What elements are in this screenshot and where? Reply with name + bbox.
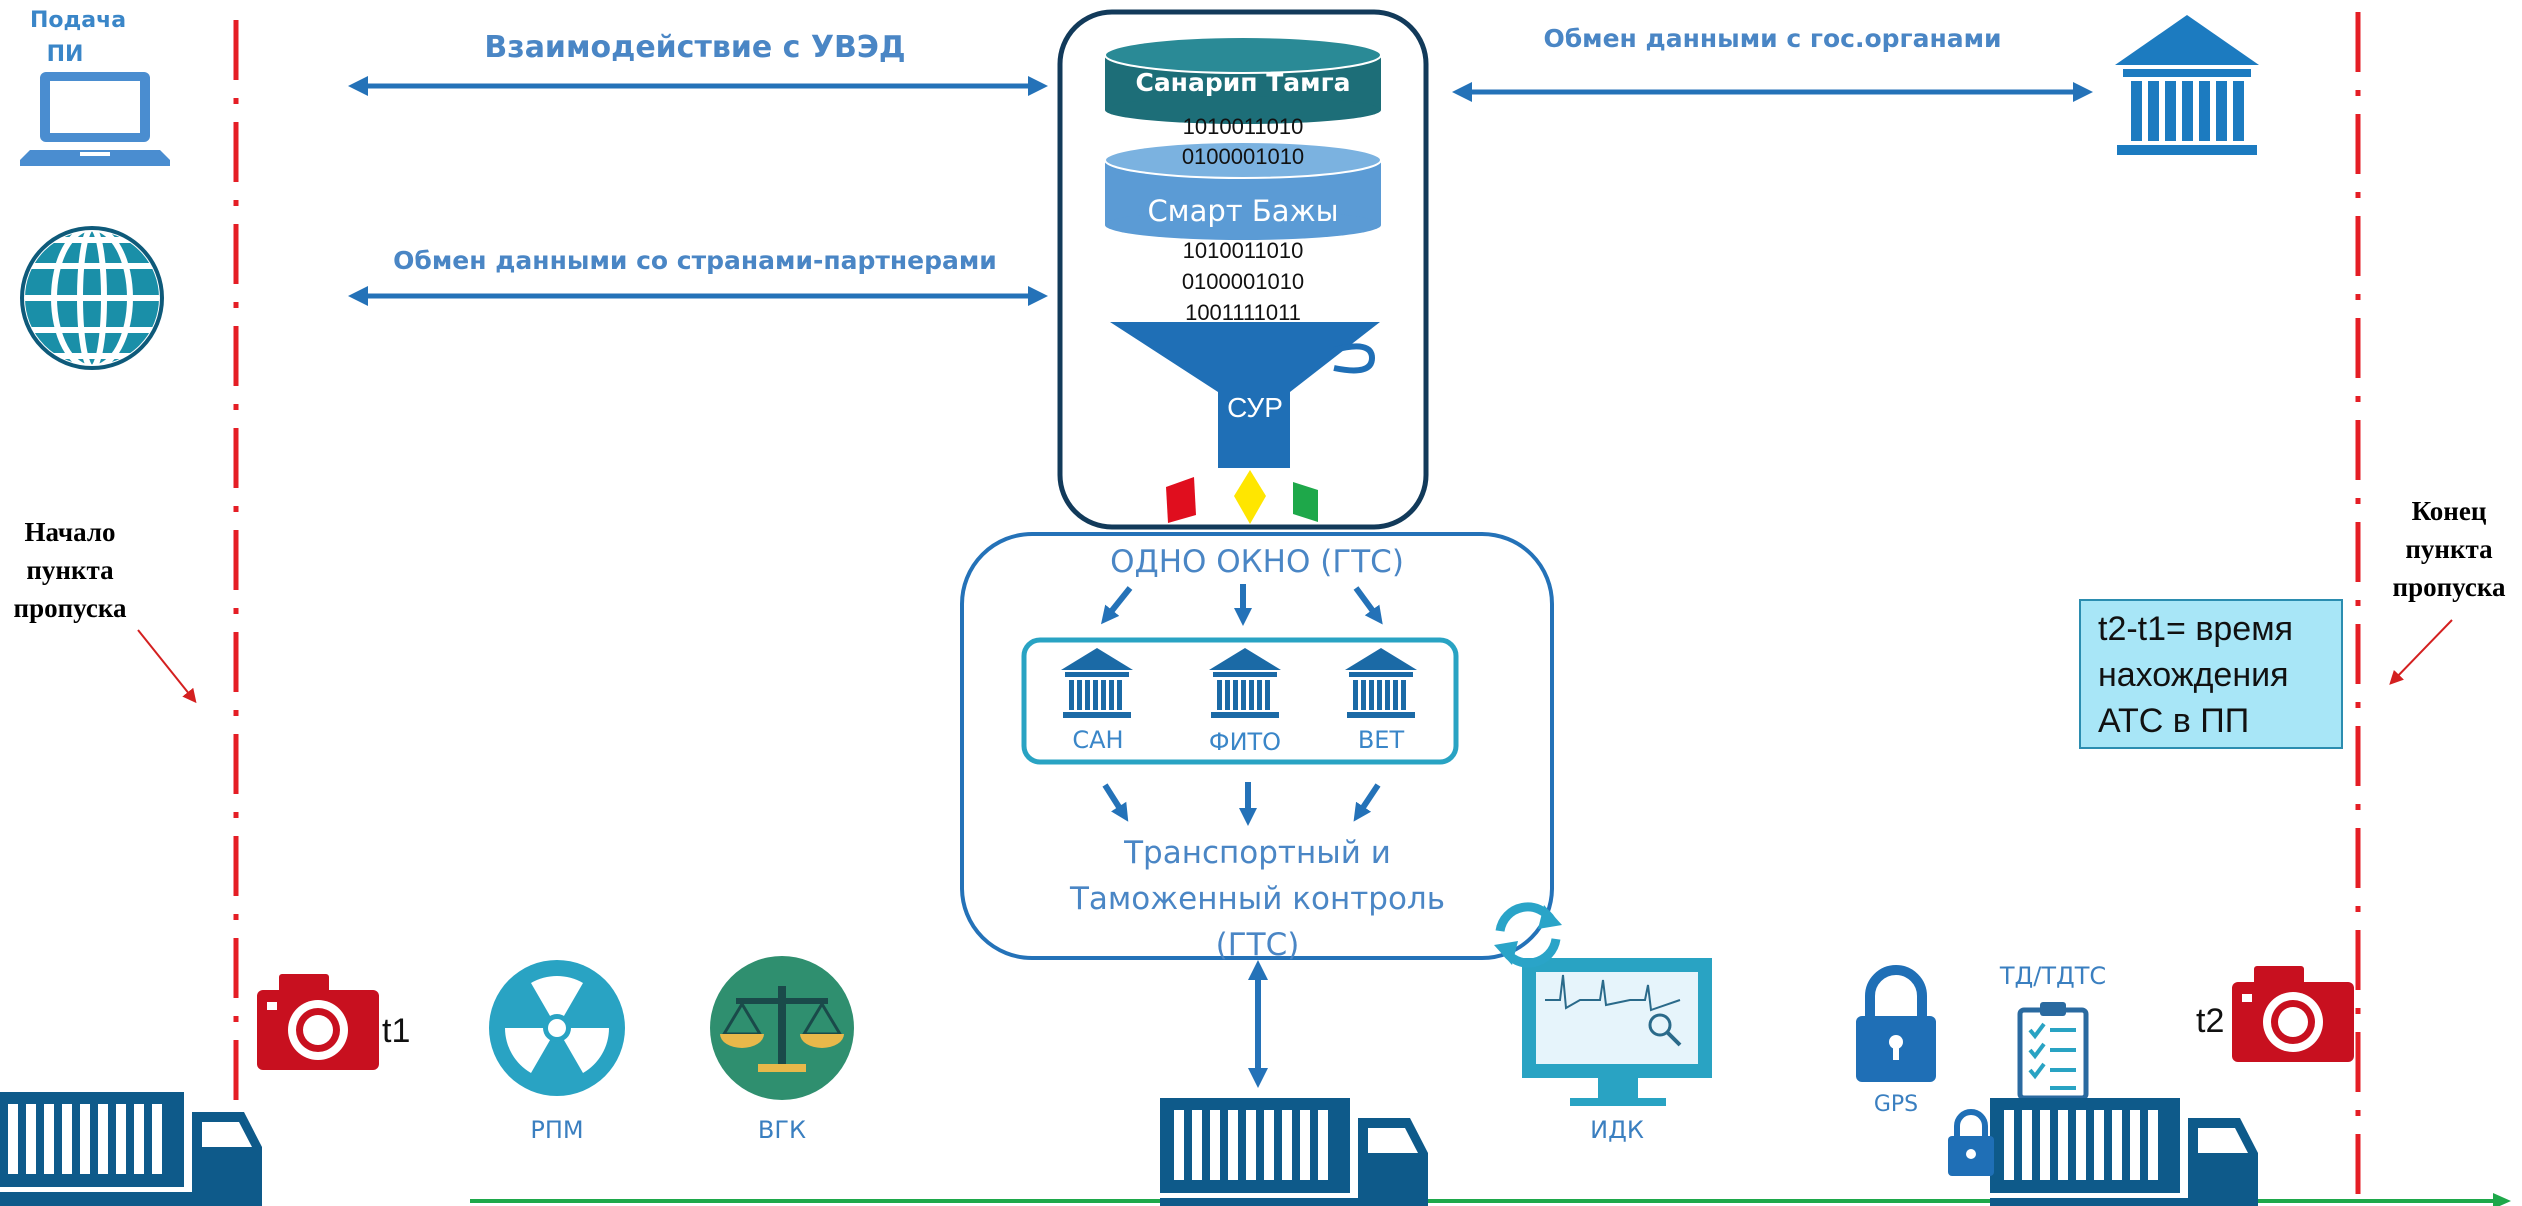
start-pointer-arrow <box>137 629 197 704</box>
vet-label: ВЕТ <box>1357 726 1405 754</box>
end-label-line3: пропуска <box>2392 572 2506 602</box>
risk-funnel-icon <box>1110 322 1380 468</box>
time-formula-box <box>2079 599 2343 749</box>
t2-label: t2 <box>2196 1002 2225 1040</box>
vgk-label: ВГК <box>757 1116 807 1144</box>
risk-funnel-box <box>1057 9 1429 530</box>
end-checkpoint-label: Конец пункта пропуска <box>2376 492 2522 606</box>
t2-camera-icon <box>2232 966 2354 1062</box>
end-label-line2: пункта <box>2405 534 2493 564</box>
db1-bits: 1010011010 0100001010 <box>1105 112 1381 172</box>
scales-icon <box>710 956 854 1100</box>
yellow-risk-marker <box>1234 470 1266 524</box>
single-window-title: ОДНО ОКНО (ГТС) <box>1110 544 1404 580</box>
government-building-icon <box>2115 15 2259 155</box>
submission-label: Подача ПИ <box>30 4 127 72</box>
refresh-icon <box>1494 902 1562 968</box>
laptop-icon <box>20 72 170 166</box>
control-label-line2: Таможенный контроль <box>1069 881 1446 917</box>
uved-arrow-label: Взаимодействие с УВЭД <box>484 30 906 65</box>
san-label: САН <box>1072 726 1124 754</box>
agencies-box <box>1021 637 1459 765</box>
time-formula-line1: t2-t1= время <box>2098 610 2294 648</box>
radiation-icon <box>489 960 625 1096</box>
submission-label-line1: Подача <box>30 8 127 33</box>
end-label-line1: Конец <box>2411 496 2487 526</box>
db2-bits-line: 1001111011 <box>1185 300 1301 325</box>
db2-title: Смарт Бажы <box>1147 194 1339 228</box>
control-label: Транспортный и Таможенный контроль (ГТС) <box>980 830 1535 968</box>
start-label-line3: пропуска <box>13 593 127 623</box>
start-label-line1: Начало <box>24 517 116 547</box>
control-label-line1: Транспортный и <box>1124 835 1391 871</box>
start-checkpoint-label: Начало пункта пропуска <box>0 513 140 627</box>
time-formula-line2: нахождения <box>2098 656 2289 694</box>
db2-bits-line: 0100001010 <box>1181 269 1305 294</box>
control-label-line3: (ГТС) <box>1215 927 1300 963</box>
green-risk-marker <box>1293 482 1318 522</box>
sur-label: СУР <box>1227 392 1283 423</box>
db2-bits-line: 1010011010 <box>1182 238 1304 263</box>
document-clipboard-icon <box>2017 1002 2089 1101</box>
db2-bits: 1010011010 0100001010 1001111011 <box>1105 235 1381 328</box>
gps-lock-icon <box>1856 965 1936 1082</box>
scanner-monitor-icon <box>1522 958 1712 1106</box>
time-formula-text: t2-t1= время нахождения АТС в ПП <box>2098 606 2338 744</box>
exit-truck-icon <box>1990 1098 2258 1206</box>
db1-bits-line: 0100001010 <box>1181 144 1305 169</box>
smart-bazhy-database <box>1104 141 1382 240</box>
db1-bits-line: 1010011010 <box>1182 114 1304 139</box>
submission-label-line2: ПИ <box>46 42 84 67</box>
partners-arrow-label: Обмен данными со странами-партнерами <box>393 246 997 275</box>
globe-icon <box>19 225 165 371</box>
start-label-line2: пункта <box>26 555 114 585</box>
end-pointer-arrow <box>2389 619 2453 685</box>
idk-label: ИДК <box>1590 1116 1644 1144</box>
rpm-label: РПМ <box>530 1116 584 1144</box>
db1-title: Санарип Тамга <box>1135 68 1351 97</box>
time-formula-line3: АТС в ПП <box>2098 702 2250 740</box>
entry-truck-icon <box>0 1092 262 1206</box>
red-risk-marker <box>1166 477 1196 523</box>
gps-label: GPS <box>1873 1092 1919 1117</box>
gov-arrow-label: Обмен данными с гос.органами <box>1543 24 2002 53</box>
td-label: ТД/ТДТС <box>1999 962 2107 990</box>
control-truck-icon <box>1160 1098 1428 1206</box>
sanarip-tamga-database <box>1104 36 1382 124</box>
t1-label: t1 <box>382 1012 411 1050</box>
fito-label: ФИТО <box>1208 728 1282 756</box>
seal-lock-icon <box>1948 1109 1994 1176</box>
t1-camera-icon <box>257 974 379 1070</box>
